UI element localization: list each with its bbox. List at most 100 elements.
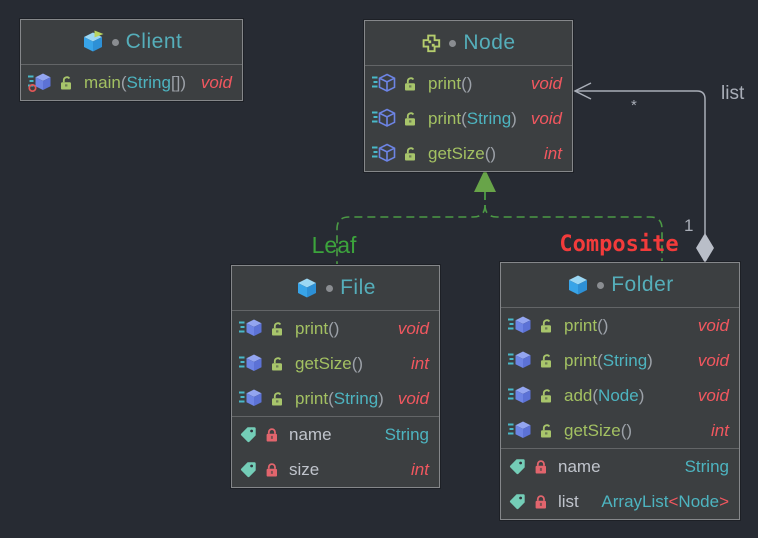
param-segment: ) [626, 420, 633, 440]
realization-edge-file-node[interactable] [336, 192, 486, 264]
type-segment: < [668, 491, 679, 511]
param-segment: ( [597, 315, 603, 335]
member-name: getSize [564, 420, 621, 440]
type-segment: int [544, 143, 562, 163]
method-icon [508, 385, 533, 406]
method-icon [508, 315, 533, 336]
class-header-node[interactable]: Node [365, 21, 572, 66]
member-name: add [564, 385, 593, 405]
method-icon [239, 318, 264, 339]
member-row-print[interactable]: print() void [232, 311, 439, 346]
abstract-method-icon [372, 73, 397, 94]
class-header-folder[interactable]: Folder [501, 263, 739, 308]
param-segment: ( [328, 318, 334, 338]
member-row-list[interactable]: list ArrayList<Node> [501, 484, 739, 519]
realization-label-leaf: Leaf [312, 232, 357, 258]
aggregation-diamond-icon [696, 233, 714, 263]
private-closed-lock-icon [533, 459, 549, 475]
aggregation-label: list [721, 83, 745, 104]
member-type: void [690, 351, 729, 371]
realization-arrowhead-icon [474, 169, 496, 192]
method-icon [508, 350, 533, 371]
param-segment: ) [602, 315, 609, 335]
type-segment: ArrayList [601, 491, 669, 511]
type-segment: int [411, 353, 429, 373]
member-row-name[interactable]: name String [501, 449, 739, 484]
member-row-print[interactable]: print(String)void [365, 101, 572, 136]
member-row-getSize[interactable]: getSize() int [365, 136, 572, 171]
member-type: int [403, 460, 429, 480]
param-segment: Node [598, 385, 639, 405]
member-row-print[interactable]: print() void [501, 308, 739, 343]
aggregation-edge-folder-node[interactable]: list * 1 [573, 82, 745, 263]
member-type: void [523, 74, 562, 94]
member-row-size[interactable]: size int [232, 452, 439, 487]
realization-edge-folder-node[interactable] [484, 192, 663, 261]
type-segment: void [697, 385, 729, 405]
type-segment: Node [678, 491, 720, 511]
param-segment: ( [597, 350, 603, 370]
member-type: String [677, 457, 729, 477]
member-type: int [703, 421, 729, 441]
type-segment: void [530, 73, 562, 93]
class-header-file[interactable]: File [232, 266, 439, 311]
member-name: print [295, 318, 329, 338]
member-name: print [564, 315, 598, 335]
type-segment: void [200, 72, 232, 92]
member-name: size [289, 459, 320, 479]
member-type: ArrayList<Node> [593, 492, 729, 512]
param-segment: ( [328, 388, 334, 408]
member-row-print[interactable]: print(String)void [501, 343, 739, 378]
open-arrowhead-icon [573, 82, 592, 100]
member-name: list [558, 491, 579, 511]
type-segment: int [711, 420, 729, 440]
interface-icon [421, 33, 442, 54]
member-row-getSize[interactable]: getSize()int [232, 346, 439, 381]
member-row-getSize[interactable]: getSize() int [501, 413, 739, 448]
member-row-main[interactable]: main(String[])void [21, 65, 242, 100]
param-segment: ) [466, 73, 473, 93]
class-title: Client [125, 30, 183, 53]
abstract-method-icon [372, 108, 397, 129]
type-segment: void [530, 108, 562, 128]
param-segment: ) [490, 143, 497, 163]
param-segment: ( [484, 143, 491, 163]
member-row-print[interactable]: print(String)void [232, 381, 439, 416]
type-segment: void [697, 315, 729, 335]
member-row-add[interactable]: add(Node)void [501, 378, 739, 413]
member-name: main [84, 72, 121, 92]
client-methods-section: main(String[])void [21, 65, 242, 100]
multiplicity-one: 1 [684, 216, 693, 235]
public-open-lock-icon [539, 388, 555, 404]
public-open-lock-icon [539, 353, 555, 369]
method-icon [508, 420, 533, 441]
param-segment: ) [333, 318, 340, 338]
separator-dot-icon [111, 38, 119, 46]
member-row-print[interactable]: print()void [365, 66, 572, 101]
param-segment: ) [180, 72, 187, 92]
type-segment: void [397, 318, 429, 338]
param-segment: String [333, 388, 379, 408]
class-icon [295, 276, 319, 300]
member-name: print [428, 73, 462, 93]
private-closed-lock-icon [533, 494, 549, 510]
public-open-lock-icon [270, 356, 286, 372]
separator-dot-icon [449, 39, 457, 47]
member-type: int [536, 144, 562, 164]
param-segment: ( [620, 420, 627, 440]
class-header-client[interactable]: Client [21, 20, 242, 65]
member-type: void [690, 316, 729, 336]
member-name: name [558, 456, 601, 476]
type-segment: String [684, 456, 729, 476]
member-name: getSize [428, 143, 485, 163]
type-segment: int [411, 459, 429, 479]
multiplicity-star: * [631, 97, 637, 114]
